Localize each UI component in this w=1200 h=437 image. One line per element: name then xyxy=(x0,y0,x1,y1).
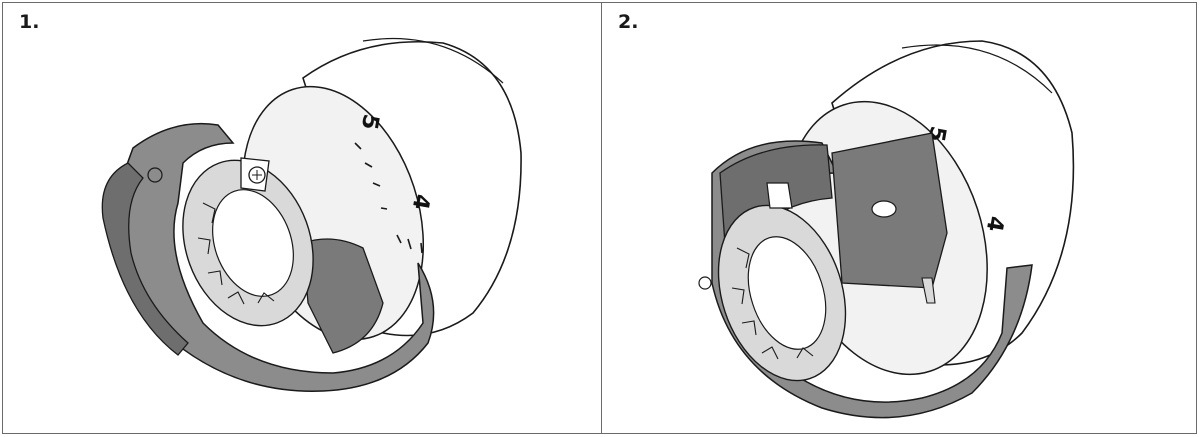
bracket-hole xyxy=(871,200,897,218)
coupling-inner xyxy=(747,236,827,350)
step-label-2: 2. xyxy=(618,11,639,33)
thermostat-illustration-step-2: 5 4 xyxy=(698,40,1075,419)
thermostat-illustration-step-1: 5 4 xyxy=(101,38,522,392)
locking-pin xyxy=(921,277,936,304)
adapter-ring xyxy=(110,122,435,392)
ring-pin xyxy=(698,276,712,290)
coupling-teeth xyxy=(197,202,275,305)
coupling-inner xyxy=(212,189,294,297)
latch xyxy=(766,182,793,209)
ring-screw-hole xyxy=(147,167,163,183)
dial-ticks xyxy=(354,142,423,254)
scale-number-5: 5 xyxy=(356,112,383,131)
scale-number-4: 4 xyxy=(981,214,1008,233)
adapter-clip-left xyxy=(101,162,189,356)
step-panel-1: 5 4 1. xyxy=(3,3,602,433)
scale-number-4: 4 xyxy=(407,192,434,211)
step-label-1: 1. xyxy=(19,11,40,33)
coupling-teeth xyxy=(731,247,814,360)
adapter-clip-front xyxy=(302,238,384,354)
step-panel-2: 5 4 2. xyxy=(602,3,1196,433)
